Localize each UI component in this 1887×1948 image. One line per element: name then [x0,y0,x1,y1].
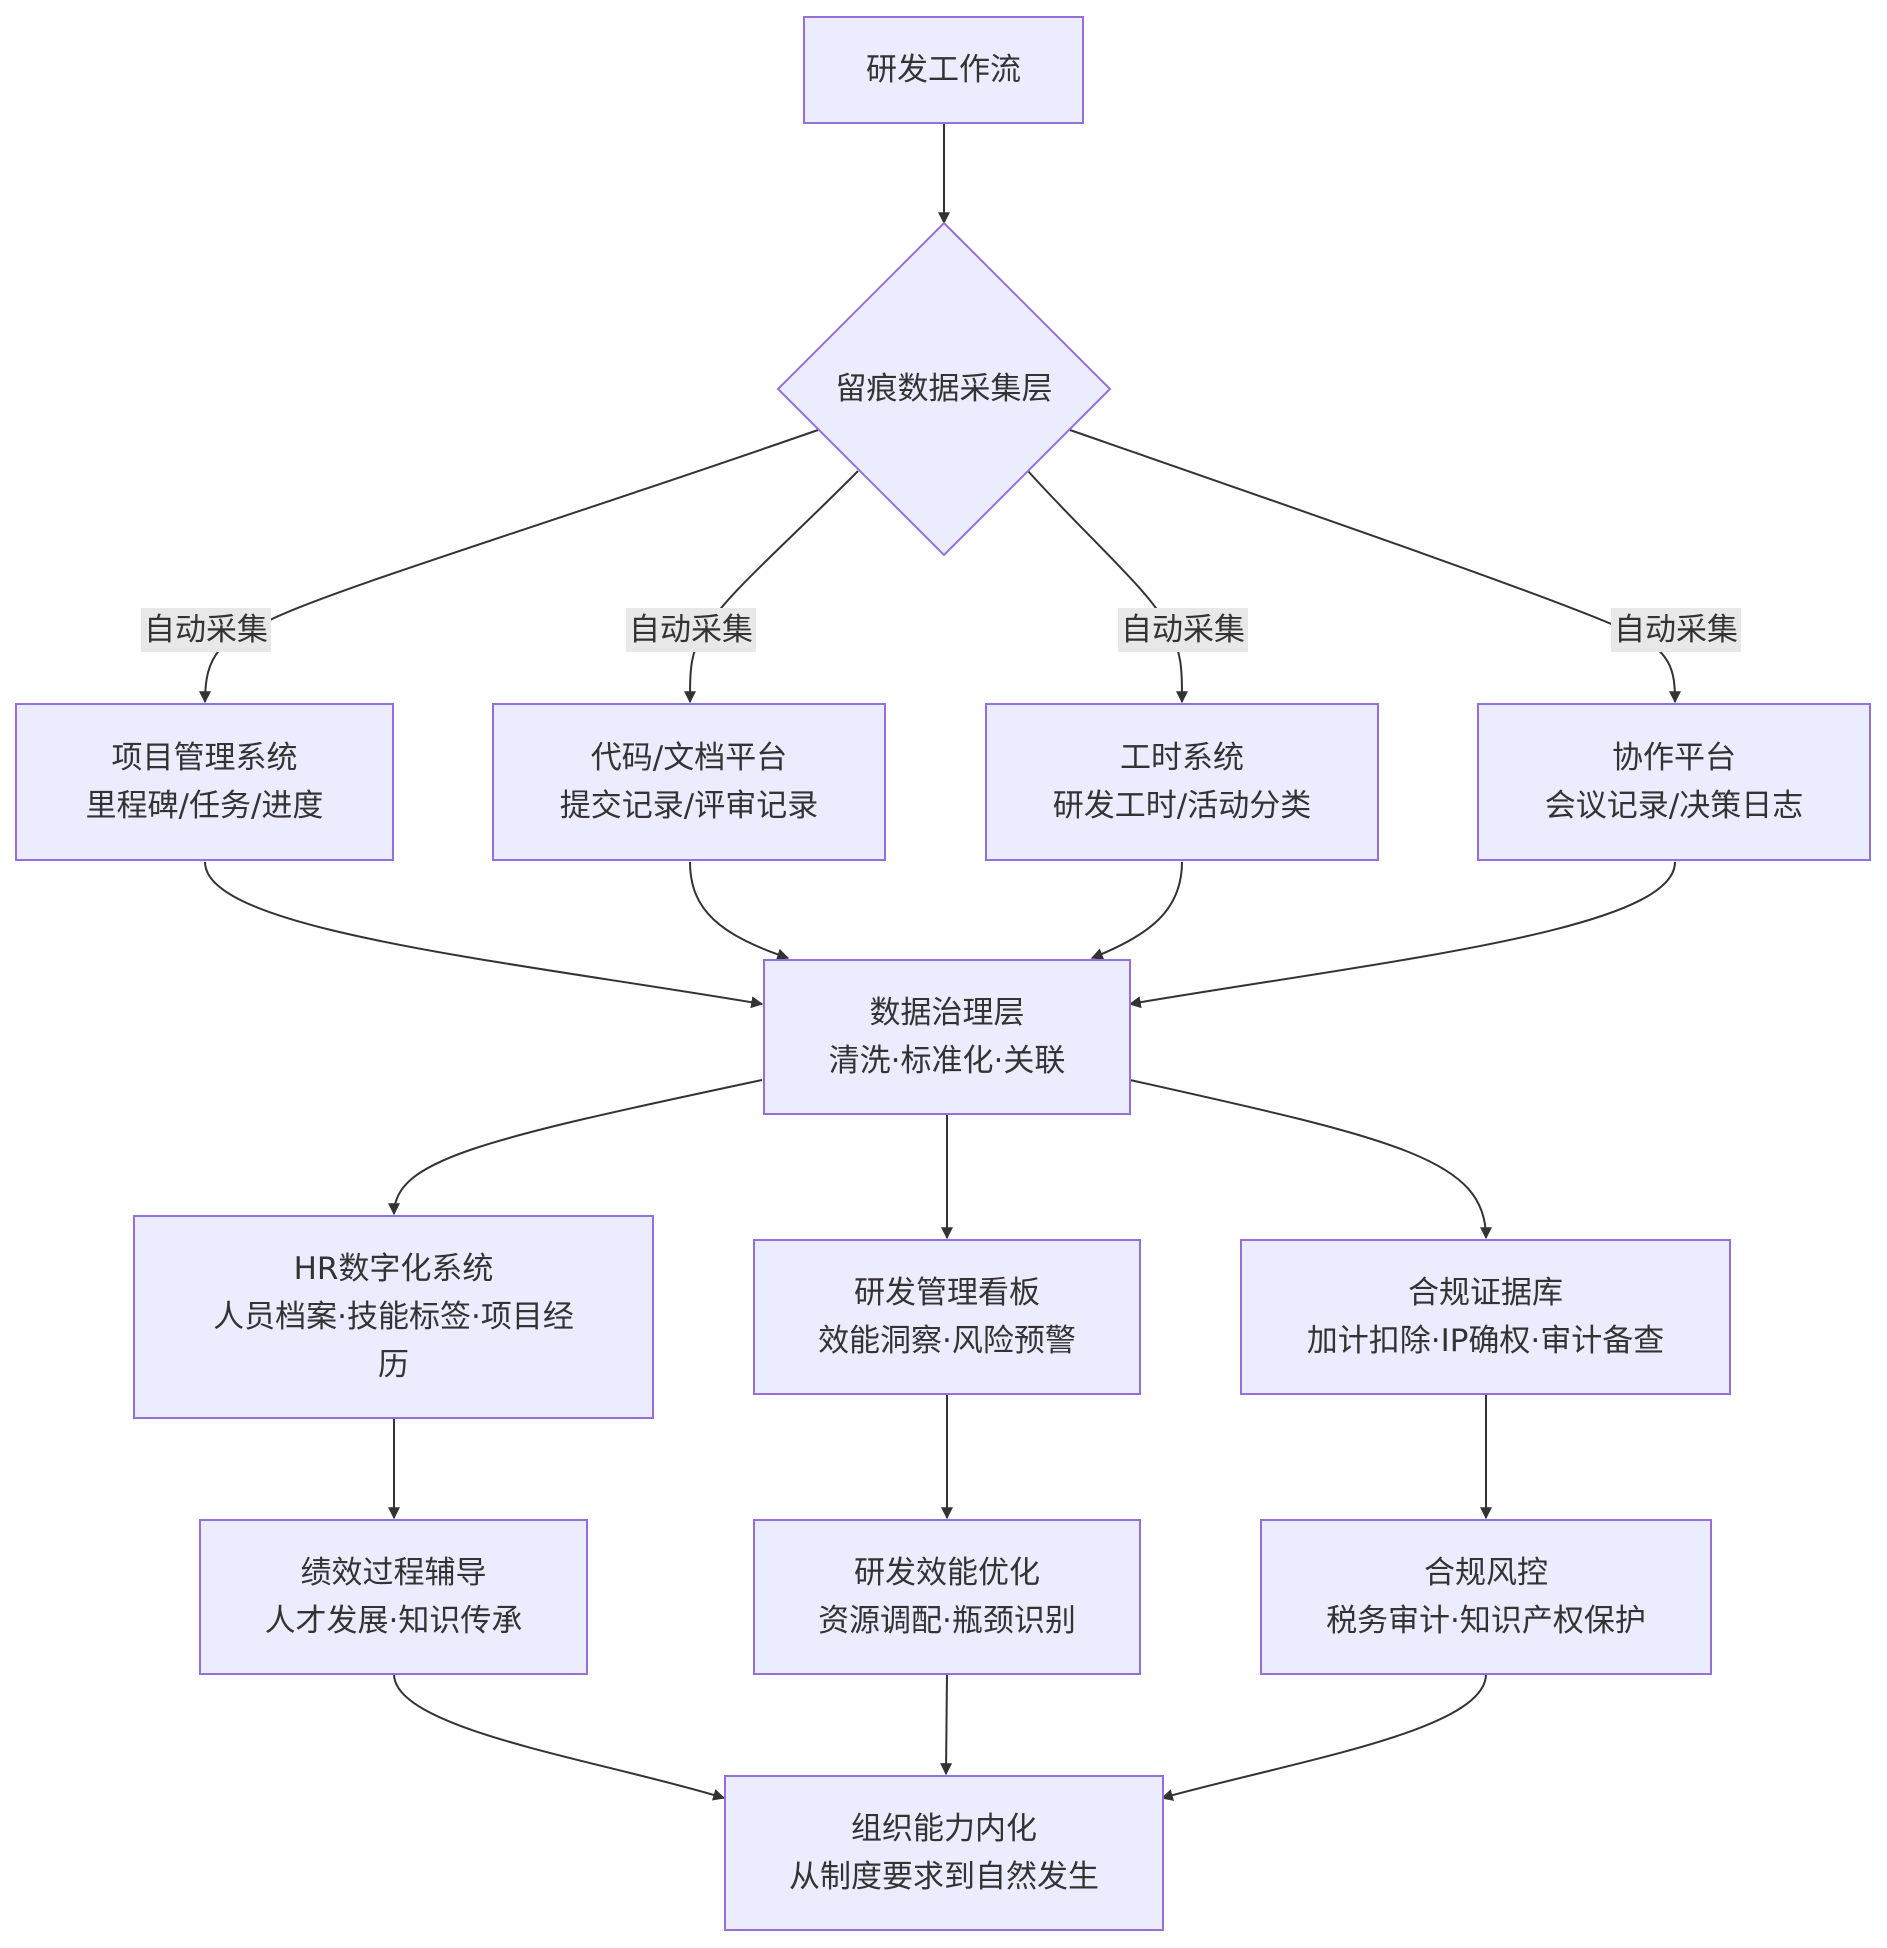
node-title: HR数字化系统 [293,1251,494,1287]
node-detail: 人员档案·技能标签·项目经 [213,1299,574,1335]
node-title: 合规证据库 [1408,1275,1563,1311]
edge-collect-to-source-1 [199,429,819,704]
edge-governance-to-compliance [1129,1079,1492,1240]
node-title: 绩效过程辅导 [300,1555,487,1591]
node-detail: 从制度要求到自然发生 [789,1859,1099,1895]
edge-source-3-to-governance [1090,861,1183,960]
edge-collect-to-source-2 [684,470,859,704]
edge-efficiency-to-final [940,1673,953,1776]
outcome-node-risk: 合规风控 税务审计·知识产权保护 [1260,1519,1712,1675]
final-node: 组织能力内化 从制度要求到自然发生 [724,1775,1164,1931]
node-title: 研发效能优化 [854,1555,1040,1591]
outcome-node-efficiency: 研发效能优化 资源调配·瓶颈识别 [753,1519,1141,1675]
edge-label-source-3: 自动采集 [1118,608,1248,652]
consumer-node-hr: HR数字化系统 人员档案·技能标签·项目经 历 [133,1215,654,1419]
node-detail: 提交记录/评审记录 [559,788,819,824]
node-title: 项目管理系统 [111,740,298,776]
node-title: 组织能力内化 [851,1811,1037,1847]
node-title: 数据治理层 [869,995,1025,1031]
collect-diamond: 留痕数据采集层 [800,359,1088,419]
node-detail: 效能洞察·风险预警 [818,1323,1076,1359]
edge-performance-to-final [393,1673,726,1801]
edge-label-text: 自动采集 [1614,612,1738,648]
node-title: 合规风控 [1424,1555,1548,1591]
edge-source-2-to-governance [689,861,790,961]
source-node-timesheet: 工时系统 研发工时/活动分类 [985,703,1379,861]
edge-source-4-to-governance [1128,861,1676,1009]
edge-governance-to-hr [388,1079,763,1216]
node-detail: 资源调配·瓶颈识别 [818,1603,1076,1639]
node-detail: 研发工时/活动分类 [1052,788,1312,824]
node-title: 代码/文档平台 [590,740,788,776]
node-title: 研发管理看板 [854,1275,1040,1311]
node-detail: 加计扣除·IP确权·审计备查 [1306,1323,1665,1359]
edge-label-text: 自动采集 [629,612,753,648]
edge-collect-to-source-4 [1069,429,1681,704]
start-node-label: 研发工作流 [866,52,1021,88]
edge-label-source-1: 自动采集 [141,608,271,652]
source-node-code: 代码/文档平台 提交记录/评审记录 [492,703,886,861]
start-node: 研发工作流 [803,16,1084,124]
node-detail: 税务审计·知识产权保护 [1326,1603,1646,1639]
edge-risk-to-final [1160,1673,1487,1801]
node-detail: 人才发展·知识传承 [264,1603,523,1639]
edge-label-source-2: 自动采集 [626,608,756,652]
node-detail: 里程碑/任务/进度 [85,788,324,824]
outcome-node-performance: 绩效过程辅导 人才发展·知识传承 [199,1519,588,1675]
node-detail: 会议记录/决策日志 [1544,788,1804,824]
consumer-node-board: 研发管理看板 效能洞察·风险预警 [753,1239,1141,1395]
edge-source-1-to-governance [204,861,764,1009]
node-detail: 清洗·标准化·关联 [828,1043,1066,1079]
collect-diamond-label: 留痕数据采集层 [835,371,1053,407]
edge-collect-to-source-3 [1027,470,1188,704]
source-node-collab: 协作平台 会议记录/决策日志 [1477,703,1871,861]
edge-label-text: 自动采集 [1121,612,1245,648]
node-detail-continued: 历 [378,1347,409,1383]
edge-label-text: 自动采集 [144,612,268,648]
collect-diamond-shape [776,221,1112,557]
node-title: 协作平台 [1612,740,1736,776]
consumer-node-compliance: 合规证据库 加计扣除·IP确权·审计备查 [1240,1239,1731,1395]
edge-label-source-4: 自动采集 [1611,608,1741,652]
governance-node: 数据治理层 清洗·标准化·关联 [763,959,1131,1115]
source-node-project: 项目管理系统 里程碑/任务/进度 [15,703,394,861]
node-title: 工时系统 [1120,740,1244,776]
